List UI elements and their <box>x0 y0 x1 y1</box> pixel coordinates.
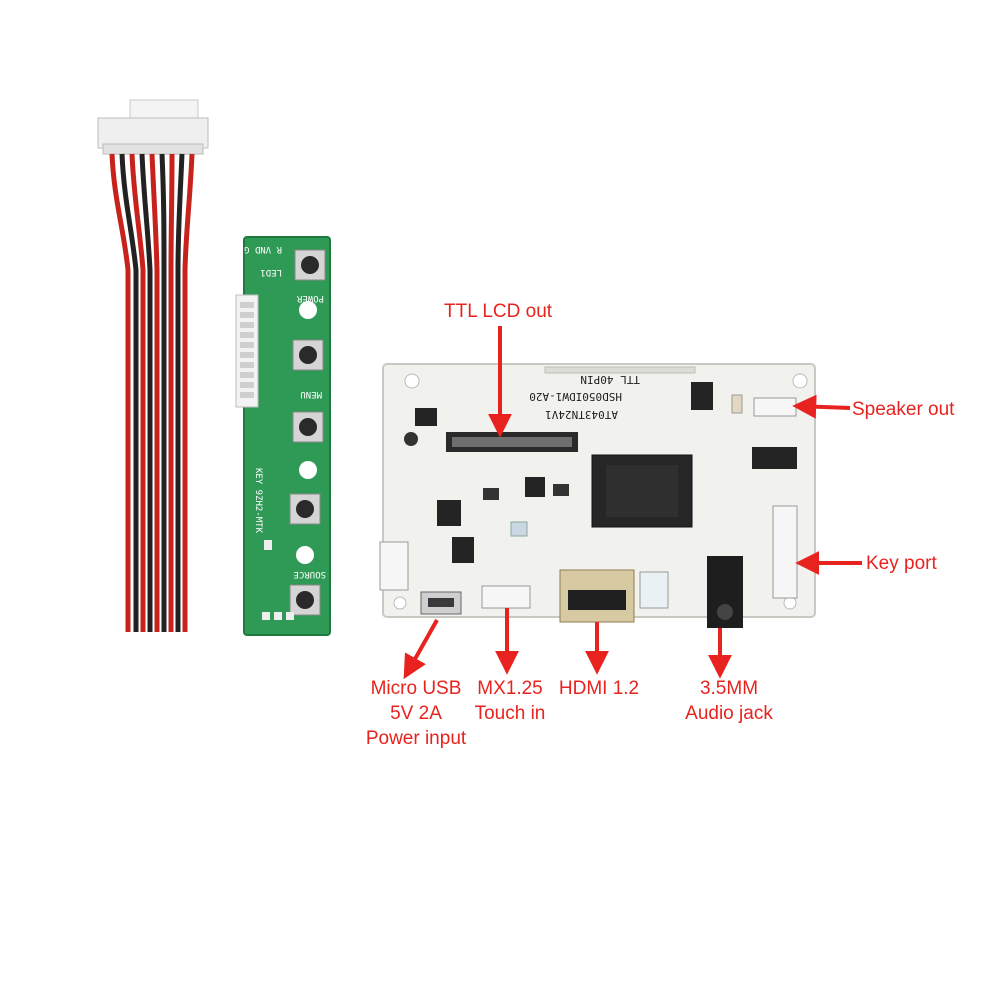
main-driver-board: TTL 40PIN HSD050IDW1-A20 AT043TN24V1 <box>379 363 816 628</box>
keypad-buttons <box>289 249 326 616</box>
keypad-led-text: LED1 <box>260 267 282 277</box>
callout-arrows <box>403 326 862 680</box>
arrow-speaker-out <box>792 394 851 419</box>
label-audio-line1: 3.5MM <box>699 678 759 699</box>
keypad-menu-text: MENU <box>300 389 322 399</box>
silkscreen-model: AT043TN24V1 <box>545 408 618 421</box>
keypad-power-text: POWER <box>296 293 324 303</box>
label-micro-usb-line3: Power input <box>365 728 467 749</box>
arrow-micro-usb <box>403 619 439 680</box>
label-key-port: Key port <box>866 553 937 574</box>
ribbon-cable <box>97 99 209 632</box>
label-mx125: MX1.25 Touch in <box>466 676 554 726</box>
label-hdmi-line1: HDMI 1.2 <box>558 678 640 699</box>
label-micro-usb-line1: Micro USB <box>370 678 462 699</box>
label-mx125-line1: MX1.25 <box>477 678 543 699</box>
label-audio-line2: Audio jack <box>685 703 773 724</box>
label-micro-usb: Micro USB 5V 2A Power input <box>355 676 477 751</box>
label-speaker-out: Speaker out <box>852 399 955 420</box>
silkscreen-ttl: TTL 40PIN <box>580 373 640 386</box>
keypad-model-text: KEY 9ZH2-MTK <box>253 468 263 534</box>
silkscreen-hsd: HSD050IDW1-A20 <box>529 390 622 403</box>
keypad-board: R VND G LED1 POWER MENU SOURCE KEY 9ZH2-… <box>235 236 331 636</box>
label-micro-usb-line2: 5V 2A <box>390 703 442 724</box>
label-mx125-line2: Touch in <box>474 703 546 724</box>
keypad-top-text: R VND G <box>244 244 282 254</box>
label-audio-jack: 3.5MM Audio jack <box>678 676 780 726</box>
keypad-source-text: SOURCE <box>293 569 326 579</box>
label-hdmi: HDMI 1.2 <box>553 676 645 701</box>
label-ttl-lcd-out: TTL LCD out <box>444 301 553 322</box>
